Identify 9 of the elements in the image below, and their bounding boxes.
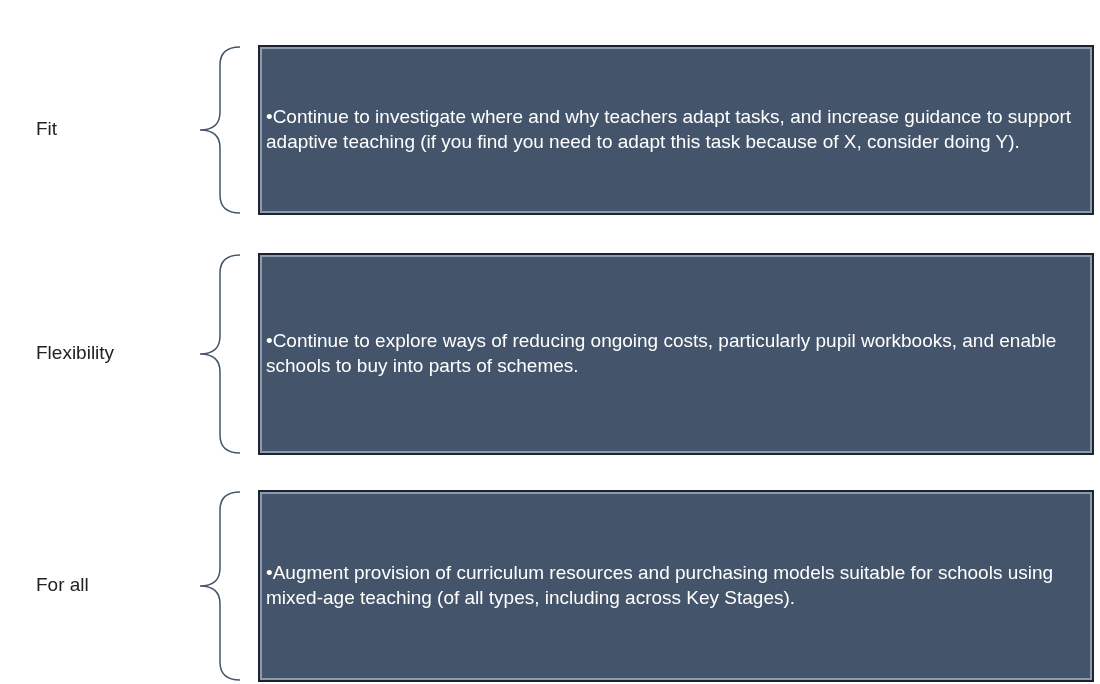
bullet-text: •Continue to investigate where and why teachers adapt tasks, and increase guidance to support adaptive teaching (if you find you need to adapt this task because of X, consider doing Y). bbox=[266, 105, 1073, 154]
text-box bbox=[258, 45, 1094, 215]
text-box bbox=[258, 253, 1094, 455]
bullet-text: •Continue to explore ways of reducing ongoing costs, particularly pupil workbooks, and enable schools to buy into parts of schemes. bbox=[266, 329, 1058, 378]
text-box bbox=[258, 490, 1094, 682]
bullet-text: •Augment provision of curriculum resources and purchasing models suitable for schools using mixed-age teaching (of all types, including across Key Stages). bbox=[266, 561, 1055, 610]
row-label: Flexibility bbox=[36, 342, 115, 364]
row-label: For all bbox=[36, 574, 89, 596]
row-label: Fit bbox=[36, 118, 58, 140]
